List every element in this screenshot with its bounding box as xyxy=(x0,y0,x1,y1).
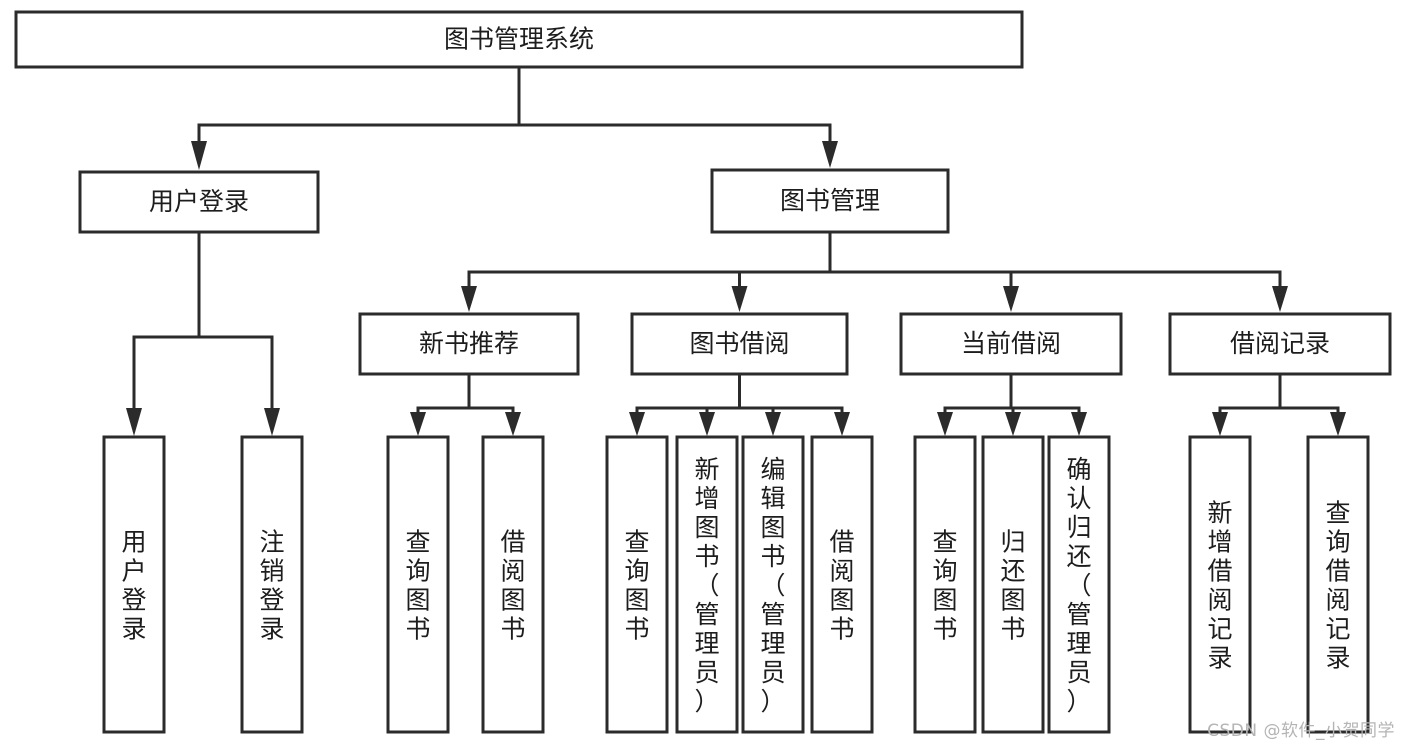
node-current-borrow[interactable]: 当前借阅 xyxy=(899,312,1123,376)
node-leaf-query-book-bor[interactable]: 查询图书 xyxy=(605,435,669,734)
node-user-login-label: 用户登录 xyxy=(149,187,249,216)
node-borrow-record-label: 借阅记录 xyxy=(1230,329,1330,358)
nodes-layer: 图书管理系统用户登录图书管理新书推荐图书借阅当前借阅借阅记录用户登录注销登录查询… xyxy=(14,10,1392,734)
node-leaf-edit-book[interactable]: 编辑图书（管理员） xyxy=(741,435,805,734)
node-borrow-record[interactable]: 借阅记录 xyxy=(1168,312,1392,376)
node-leaf-query-record-label: 查询借阅记录 xyxy=(1325,499,1350,673)
node-borrow-record-box[interactable] xyxy=(1168,312,1392,376)
node-user-login-box[interactable] xyxy=(78,170,320,234)
arrow-down-icon xyxy=(410,412,426,436)
node-root-system[interactable]: 图书管理系统 xyxy=(14,10,1024,69)
arrow-down-icon xyxy=(699,412,715,436)
node-leaf-return-book-label: 归还图书 xyxy=(1000,528,1025,644)
node-root-system-label: 图书管理系统 xyxy=(444,25,594,54)
node-book-borrow-box[interactable] xyxy=(630,312,849,376)
node-leaf-return-book[interactable]: 归还图书 xyxy=(981,435,1045,734)
arrow-down-icon xyxy=(126,408,142,436)
node-leaf-user-login[interactable]: 用户登录 xyxy=(102,435,166,734)
node-leaf-confirm-return-box[interactable] xyxy=(1047,435,1111,734)
node-leaf-edit-book-label: 编辑图书（管理员） xyxy=(760,455,785,716)
arrow-down-icon xyxy=(1003,286,1019,312)
node-book-borrow[interactable]: 图书借阅 xyxy=(630,312,849,376)
node-leaf-query-book-bor-box[interactable] xyxy=(605,435,669,734)
arrow-down-icon xyxy=(191,141,207,170)
node-user-login[interactable]: 用户登录 xyxy=(78,170,320,234)
node-current-borrow-box[interactable] xyxy=(899,312,1123,376)
arrow-down-icon xyxy=(1212,412,1228,436)
arrow-down-icon xyxy=(461,286,477,312)
node-leaf-logout-box[interactable] xyxy=(240,435,304,734)
connectors-layer xyxy=(126,65,1346,436)
node-leaf-query-book-rec-box[interactable] xyxy=(386,435,450,734)
arrow-down-icon xyxy=(765,412,781,436)
node-leaf-query-record[interactable]: 查询借阅记录 xyxy=(1306,435,1370,734)
node-leaf-edit-book-box[interactable] xyxy=(741,435,805,734)
node-leaf-borrow-book-rec[interactable]: 借阅图书 xyxy=(481,435,545,734)
arrow-down-icon xyxy=(822,141,838,168)
node-leaf-confirm-return-label: 确认归还（管理员） xyxy=(1066,455,1091,716)
node-book-borrow-label: 图书借阅 xyxy=(689,329,789,358)
node-book-manage-box[interactable] xyxy=(710,168,950,234)
node-leaf-borrow-book-bor-box[interactable] xyxy=(810,435,874,734)
node-new-book-recommend[interactable]: 新书推荐 xyxy=(358,312,580,376)
arrow-down-icon xyxy=(629,412,645,436)
arrow-down-icon xyxy=(505,412,521,436)
node-leaf-logout[interactable]: 注销登录 xyxy=(240,435,304,734)
node-root-system-box[interactable] xyxy=(14,10,1024,69)
node-leaf-user-login-box[interactable] xyxy=(102,435,166,734)
arrow-down-icon xyxy=(1272,286,1288,312)
arrow-down-icon xyxy=(264,408,280,436)
node-leaf-query-book-rec-label: 查询图书 xyxy=(405,528,430,644)
node-leaf-add-record-box[interactable] xyxy=(1188,435,1252,734)
node-leaf-add-record[interactable]: 新增借阅记录 xyxy=(1188,435,1252,734)
node-leaf-logout-label: 注销登录 xyxy=(259,528,284,644)
node-leaf-query-book-bor-label: 查询图书 xyxy=(624,528,649,644)
node-leaf-add-book-label: 新增图书（管理员） xyxy=(694,455,719,716)
arrow-down-icon xyxy=(1071,412,1087,436)
node-leaf-confirm-return[interactable]: 确认归还（管理员） xyxy=(1047,435,1111,734)
node-leaf-add-record-label: 新增借阅记录 xyxy=(1207,499,1232,673)
node-leaf-borrow-book-rec-box[interactable] xyxy=(481,435,545,734)
node-leaf-add-book-box[interactable] xyxy=(675,435,739,734)
node-leaf-query-book-cur-label: 查询图书 xyxy=(932,528,957,644)
arrow-down-icon xyxy=(731,286,748,312)
node-leaf-borrow-book-rec-label: 借阅图书 xyxy=(500,528,525,644)
node-leaf-query-book-cur-box[interactable] xyxy=(913,435,977,734)
node-leaf-query-book-rec[interactable]: 查询图书 xyxy=(386,435,450,734)
node-book-manage-label: 图书管理 xyxy=(780,186,880,215)
arrow-down-icon xyxy=(834,412,850,436)
arrow-down-icon xyxy=(1330,412,1346,436)
node-new-book-recommend-box[interactable] xyxy=(358,312,580,376)
node-leaf-return-book-box[interactable] xyxy=(981,435,1045,734)
node-book-manage[interactable]: 图书管理 xyxy=(710,168,950,234)
node-leaf-query-book-cur[interactable]: 查询图书 xyxy=(913,435,977,734)
node-leaf-query-record-box[interactable] xyxy=(1306,435,1370,734)
node-leaf-user-login-label: 用户登录 xyxy=(121,528,146,644)
node-leaf-borrow-book-bor-label: 借阅图书 xyxy=(829,528,854,644)
node-new-book-recommend-label: 新书推荐 xyxy=(419,329,519,358)
node-current-borrow-label: 当前借阅 xyxy=(961,329,1061,358)
node-leaf-borrow-book-bor[interactable]: 借阅图书 xyxy=(810,435,874,734)
arrow-down-icon xyxy=(1005,412,1021,436)
arrow-down-icon xyxy=(937,412,953,436)
node-leaf-add-book[interactable]: 新增图书（管理员） xyxy=(675,435,739,734)
